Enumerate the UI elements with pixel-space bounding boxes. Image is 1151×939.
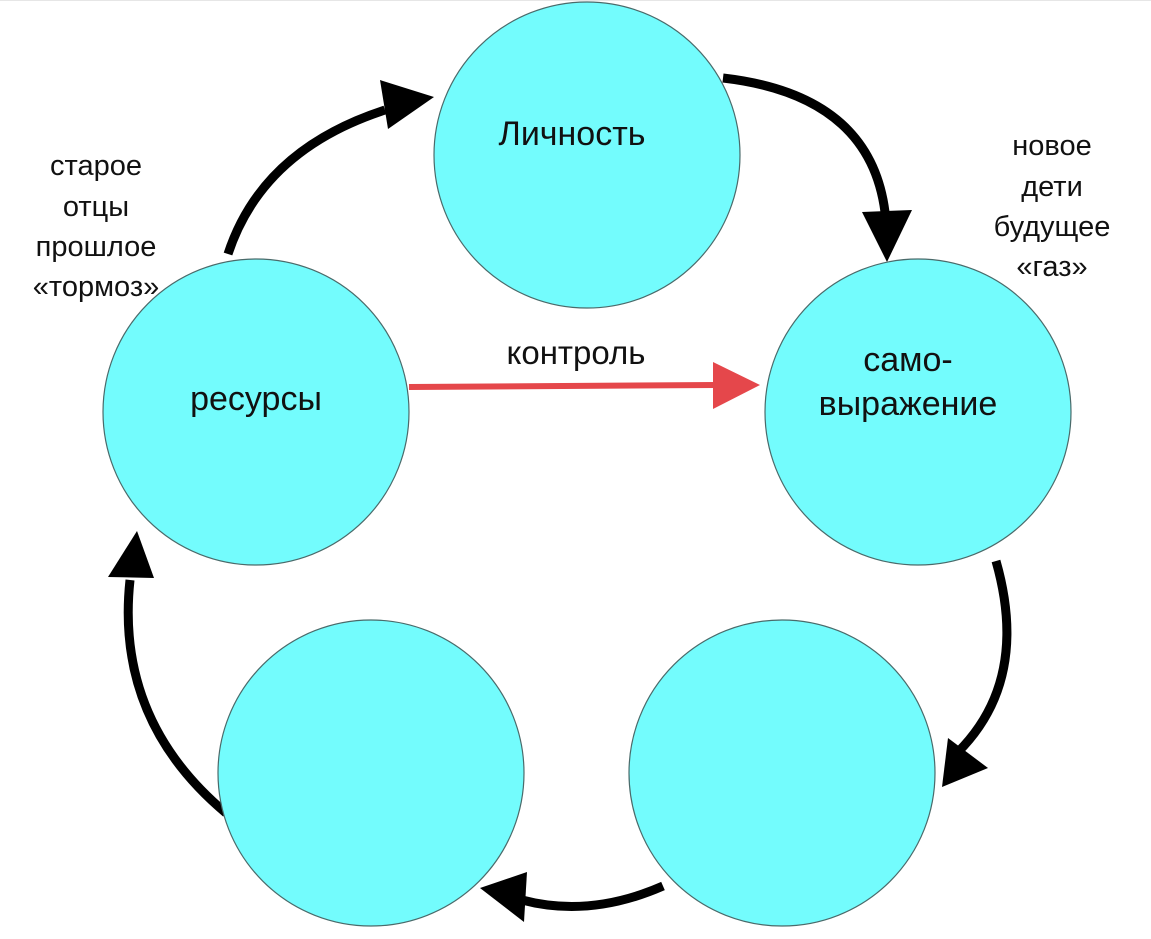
arrow-resources-to-personality [223,105,387,256]
left-note-line: «тормоз» [33,271,160,303]
right-note-line: будущее [994,211,1111,243]
right-note-line: «газ» [1016,251,1087,283]
arrow-head-personality [380,80,434,129]
node-self-expression [764,258,1072,566]
arrow-head-bottom-right [942,738,988,787]
right-note-line: дети [1021,171,1083,203]
node-resources [102,258,410,566]
node-self-expression-label-line2: выражение [819,385,998,423]
left-note-line: прошлое [36,231,157,263]
node-self-expression-label-line1: само- [863,341,953,379]
left-note-line: отцы [63,191,129,223]
arrow-personality-to-expression [722,73,890,213]
right-note-line: новое [1012,130,1091,162]
arrow-bottom-left-to-resources [123,579,229,817]
arrow-head-bottom-left [480,872,527,922]
arrow-head-resources [108,531,154,578]
control-arrow-head [713,362,760,409]
node-personality [433,1,741,309]
node-resources-label: ресурсы [190,380,322,418]
node-bottom-right [628,619,936,927]
arrow-head-expression [862,210,912,262]
right-note: новое дети будущее «газ» [994,130,1111,283]
node-bottom-left [217,619,525,927]
arrow-bottom-right-to-bottom-left [520,881,665,911]
control-label: контроль [507,334,646,371]
control-arrow-line [408,382,716,390]
left-note-line: старое [50,150,142,182]
node-personality-label: Личность [499,115,646,153]
left-note: старое отцы прошлое «тормоз» [33,150,160,303]
arrow-expression-to-bottom-right [954,559,1012,756]
